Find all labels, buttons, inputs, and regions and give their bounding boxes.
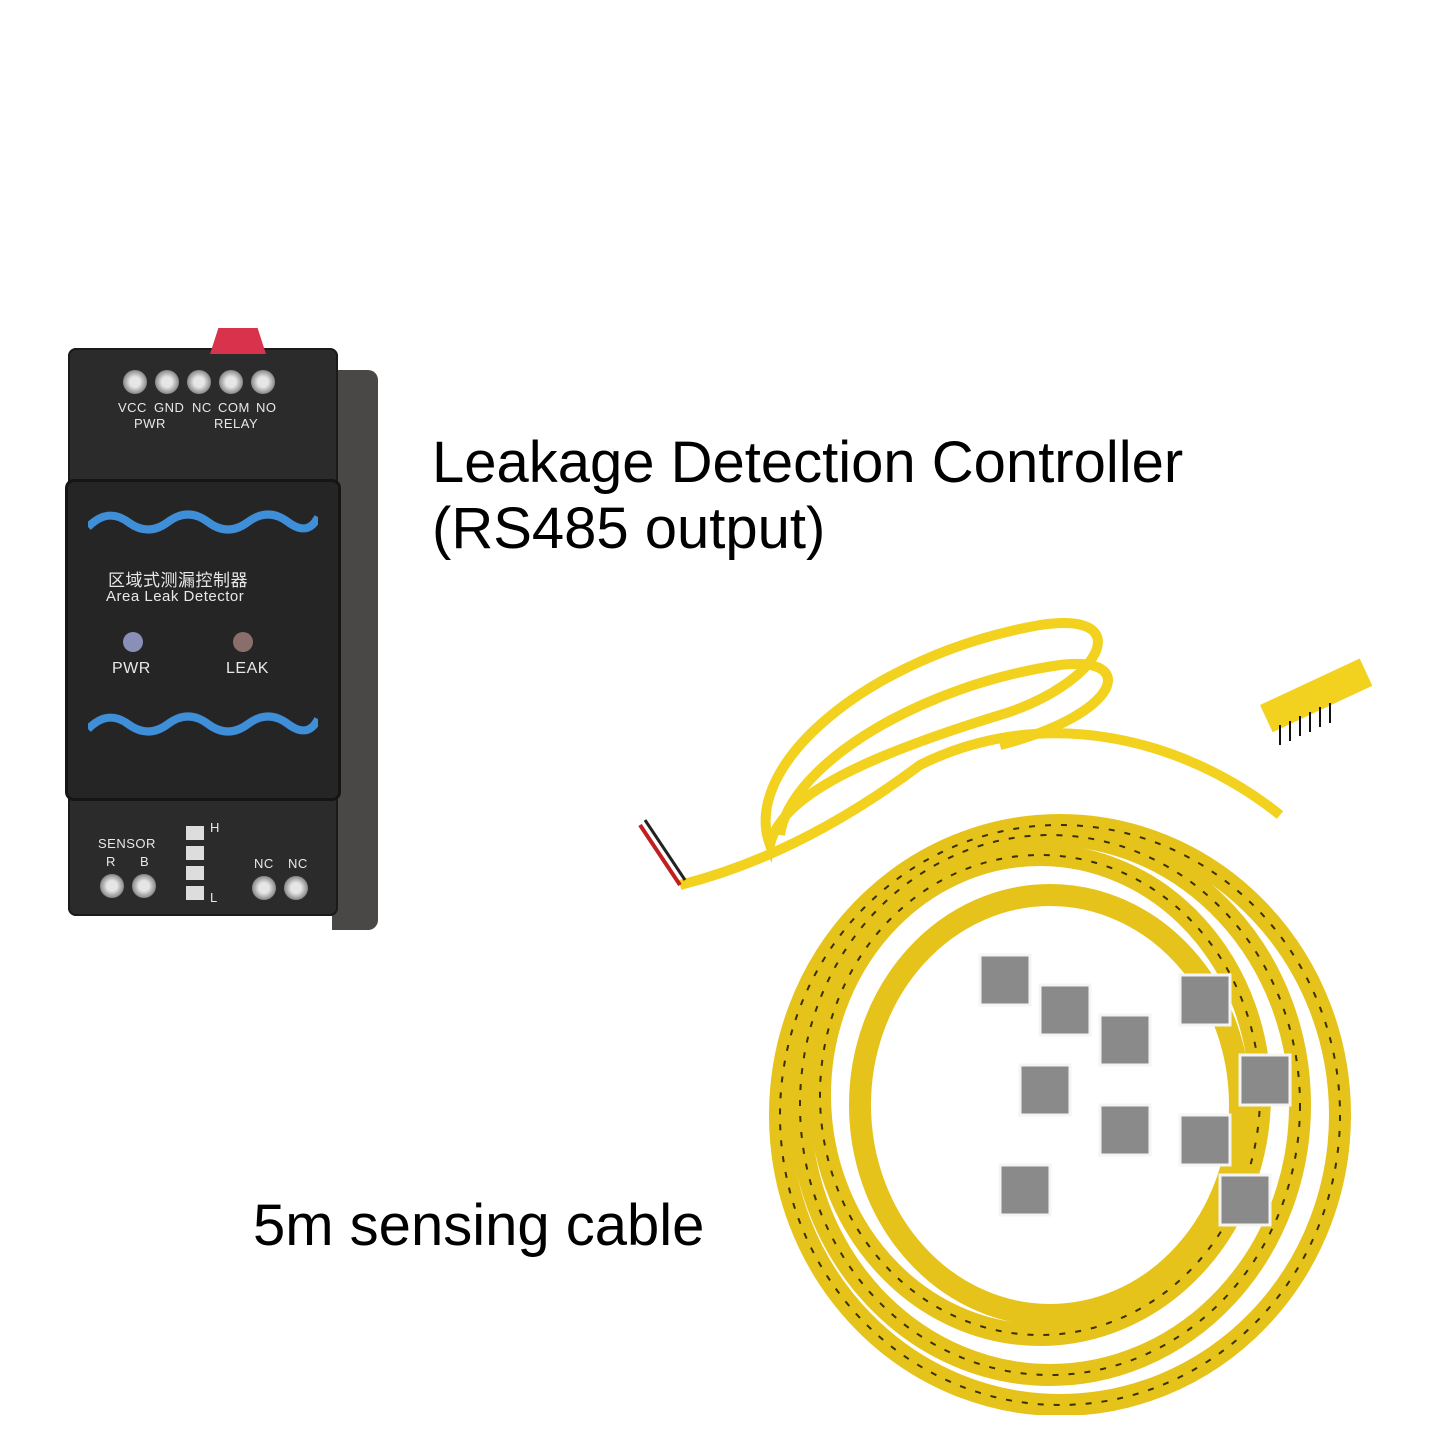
- leak-detector-device: VCC GND NC COM NO PWR RELAY 区域式测漏控制器 Are…: [62, 328, 382, 940]
- bottom-nc-label-2: NC: [288, 856, 308, 871]
- screw-icon: [219, 370, 243, 394]
- group-label-pwr: PWR: [134, 416, 166, 431]
- screw-icon: [252, 876, 276, 900]
- terminal-label-gnd: GND: [154, 400, 185, 415]
- wave-decoration-icon: [88, 712, 318, 736]
- din-rail-clip: [210, 328, 266, 354]
- terminal-label-nc: NC: [192, 400, 212, 415]
- sensing-cable-coil: [638, 618, 1373, 1415]
- sensor-terminal-row: [100, 874, 156, 898]
- screw-icon: [187, 370, 211, 394]
- leak-label: LEAK: [226, 660, 269, 677]
- wave-decoration-icon: [88, 510, 318, 534]
- screw-icon: [100, 874, 124, 898]
- terminal-label-com: COM: [218, 400, 250, 415]
- bottom-nc-label-1: NC: [254, 856, 274, 871]
- screw-icon: [284, 876, 308, 900]
- sensitivity-jumper: [186, 826, 204, 904]
- controller-caption: Leakage Detection Controller (RS485 outp…: [432, 430, 1183, 561]
- leak-led: [233, 632, 253, 652]
- pwr-led: [123, 632, 143, 652]
- sensitivity-high-label: H: [210, 820, 220, 835]
- sensor-b-label: B: [140, 854, 150, 869]
- terminal-label-vcc: VCC: [118, 400, 147, 415]
- english-title: Area Leak Detector: [106, 588, 245, 605]
- controller-caption-line1: Leakage Detection Controller: [432, 430, 1184, 495]
- chinese-title: 区域式测漏控制器: [108, 571, 248, 590]
- sensor-label: SENSOR: [98, 836, 156, 851]
- screw-icon: [251, 370, 275, 394]
- sensor-r-label: R: [106, 854, 116, 869]
- group-label-relay: RELAY: [214, 416, 259, 431]
- top-terminal-row: [123, 370, 275, 394]
- device-side: [332, 370, 378, 930]
- device-front-panel: 区域式测漏控制器 Area Leak Detector PWR LEAK: [68, 482, 338, 798]
- screw-icon: [155, 370, 179, 394]
- pwr-label: PWR: [112, 660, 151, 677]
- cable-caption: 5m sensing cable: [253, 1193, 705, 1258]
- screw-icon: [123, 370, 147, 394]
- screw-icon: [132, 874, 156, 898]
- sensitivity-low-label: L: [210, 890, 218, 905]
- device-body: VCC GND NC COM NO PWR RELAY 区域式测漏控制器 Are…: [68, 328, 338, 916]
- controller-caption-line2: (RS485 output): [432, 495, 826, 561]
- bottom-terminal-row: [252, 876, 308, 900]
- terminal-label-no: NO: [256, 400, 277, 415]
